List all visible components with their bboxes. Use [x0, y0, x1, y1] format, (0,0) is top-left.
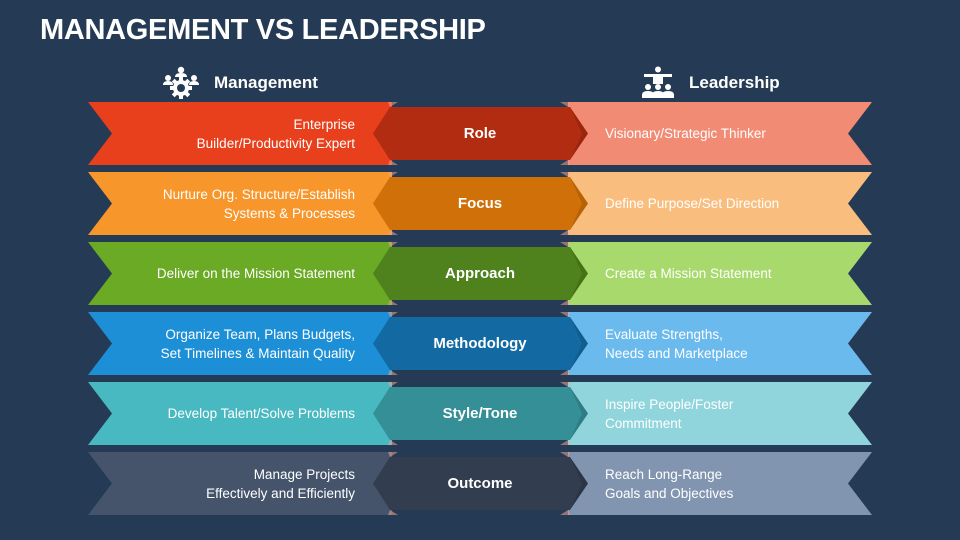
leadership-banner: [566, 382, 874, 446]
leadership-text: Inspire People/Foster Commitment: [605, 396, 734, 431]
management-header: Management: [162, 66, 318, 100]
leadership-banner: [566, 452, 874, 516]
management-banner: [88, 312, 394, 376]
leadership-banner: [566, 242, 874, 306]
category-label: Role: [463, 125, 497, 142]
management-text: Manage Projects Effectively and Efficien…: [206, 466, 355, 501]
category-hexagon: [372, 102, 590, 166]
category-label: Approach: [444, 265, 515, 282]
leadership-banner: [566, 172, 874, 236]
leadership-header: Leadership: [641, 66, 780, 100]
management-text: Organize Team, Plans Budgets, Set Timeli…: [160, 326, 355, 361]
management-label: Management: [214, 73, 318, 92]
category-hexagon: [372, 452, 590, 516]
leadership-label: Leadership: [689, 73, 780, 92]
leader-team-icon: [641, 66, 675, 100]
leadership-text: Visionary/Strategic Thinker: [605, 126, 766, 141]
comparison-row-approach: Deliver on the Mission Statement Approac…: [0, 242, 960, 306]
team-gear-icon: [162, 66, 200, 100]
management-text: Enterprise Builder/Productivity Expert: [196, 116, 355, 151]
management-banner: [88, 242, 394, 306]
leadership-text: Define Purpose/Set Direction: [605, 196, 780, 211]
leadership-text: Reach Long-Range Goals and Objectives: [605, 466, 734, 501]
management-banner: [88, 452, 394, 516]
management-banner: [88, 172, 394, 236]
leadership-text: Create a Mission Statement: [605, 266, 772, 281]
category-label: Methodology: [433, 335, 527, 352]
category-hexagon: [372, 172, 590, 236]
category-label: Focus: [457, 195, 503, 212]
management-banner: [88, 102, 394, 166]
category-hexagon: [372, 382, 590, 446]
comparison-row-outcome: Manage Projects Effectively and Efficien…: [0, 452, 960, 516]
comparison-row-role: Enterprise Builder/Productivity Expert R…: [0, 102, 960, 166]
management-text: Develop Talent/Solve Problems: [167, 406, 355, 421]
comparison-row-methodology: Organize Team, Plans Budgets, Set Timeli…: [0, 312, 960, 376]
category-label: Style/Tone: [442, 405, 518, 422]
management-text: Deliver on the Mission Statement: [156, 266, 355, 281]
leadership-banner: [566, 312, 874, 376]
category-label: Outcome: [447, 475, 513, 492]
category-hexagon: [372, 242, 590, 306]
comparison-row-style-tone: Develop Talent/Solve Problems Style/Tone…: [0, 382, 960, 446]
leadership-banner: [566, 102, 874, 166]
management-text: Nurture Org. Structure/Establish Systems…: [162, 186, 355, 221]
leadership-text: Evaluate Strengths, Needs and Marketplac…: [605, 326, 748, 361]
management-banner: [88, 382, 394, 446]
comparison-row-focus: Nurture Org. Structure/Establish Systems…: [0, 172, 960, 236]
category-hexagon: [372, 312, 590, 376]
page-title: MANAGEMENT VS LEADERSHIP: [40, 14, 486, 46]
